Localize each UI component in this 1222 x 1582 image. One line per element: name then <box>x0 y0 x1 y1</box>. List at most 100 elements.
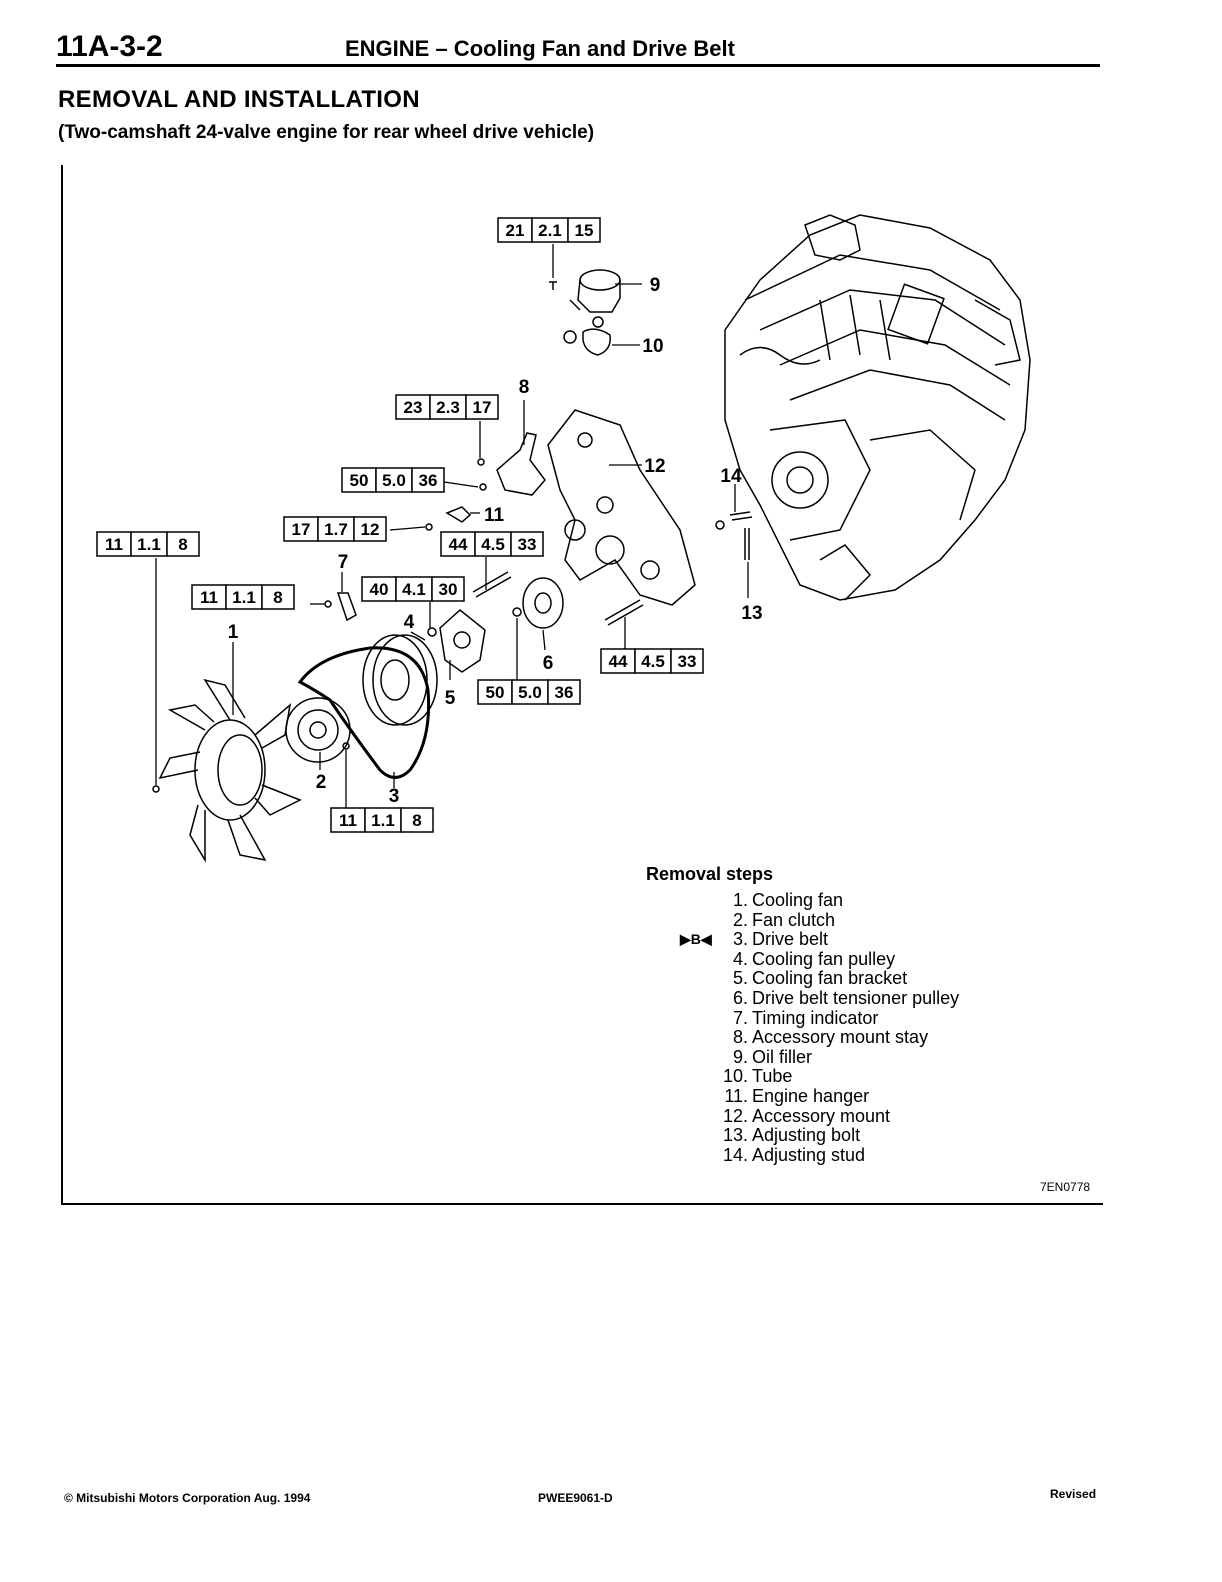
step-label: Drive belt <box>752 929 829 950</box>
step-label: Engine hanger <box>752 1085 870 1106</box>
torque-value-nm: 21 <box>506 221 525 240</box>
torque-value-kgm: 4.5 <box>481 535 505 554</box>
step-number: 1. <box>732 890 748 910</box>
step-number: 11. <box>724 1085 748 1106</box>
torque-value-ftlbs: 36 <box>419 471 438 490</box>
leader-lines <box>155 244 749 808</box>
torque-cell <box>510 531 544 557</box>
removal-step: 1.Cooling fan <box>646 890 843 911</box>
removal-step: 8.Accessory mount stay <box>646 1028 928 1048</box>
fan-bracket-illustration <box>427 609 486 673</box>
torque-value-nm: 44 <box>609 652 628 671</box>
callout-1: 1 <box>228 622 239 643</box>
step-label: Cooling fan bracket <box>752 968 908 989</box>
accessory-mount-illustration <box>547 409 696 606</box>
step-label: Cooling fan pulley <box>752 948 896 969</box>
torque-value-nm: 40 <box>370 580 389 599</box>
torque-value-kgm: 2.1 <box>538 221 562 240</box>
step-label: Adjusting stud <box>752 1144 866 1165</box>
torque-spec-box: 21 2.1 15 <box>497 217 601 243</box>
callout-13: 13 <box>741 603 762 624</box>
step-label: Tube <box>752 1066 793 1087</box>
torque-cell <box>547 679 581 705</box>
removal-step: 5.Cooling fan bracket <box>646 968 907 989</box>
torque-value-ftlbs: 8 <box>412 811 421 830</box>
torque-cell <box>429 394 467 420</box>
step-number: 5. <box>732 968 748 989</box>
step-number: 10. <box>722 1066 748 1087</box>
removal-step: 9.Oil filler <box>646 1046 812 1068</box>
torque-value-ftlbs: 8 <box>178 535 187 554</box>
torque-cell <box>341 467 377 493</box>
torque-value-ftlbs: 15 <box>575 221 594 240</box>
footer-doc-code: PWEE9061-D <box>538 1491 613 1505</box>
torque-value-ftlbs: 8 <box>273 588 282 607</box>
torque-value-nm: 11 <box>200 588 218 607</box>
step-number: 12. <box>722 1105 748 1126</box>
removal-step: 12.Accessory mount <box>646 1105 890 1127</box>
step-reference-mark: ▶B◀ <box>680 931 712 948</box>
removal-step: 14.Adjusting stud <box>646 1145 865 1166</box>
torque-value-nm: 44 <box>449 535 468 554</box>
torque-cell <box>261 584 295 610</box>
torque-cell <box>400 807 434 833</box>
footer-status: Revised <box>1050 1487 1097 1501</box>
torque-cell <box>225 584 263 610</box>
engine-illustration <box>724 214 1031 601</box>
torque-value-nm: 17 <box>292 520 311 539</box>
torque-value-nm: 50 <box>486 683 505 702</box>
callout-10: 10 <box>642 336 663 357</box>
torque-value-kgm: 1.1 <box>371 811 395 830</box>
bolt-illustrations <box>152 281 753 793</box>
torque-cell <box>353 516 387 542</box>
torque-value-kgm: 1.1 <box>232 588 256 607</box>
torque-cell <box>431 576 465 602</box>
step-number: 2. <box>732 909 748 930</box>
torque-value-kgm: 1.7 <box>324 520 348 539</box>
torque-cell <box>440 531 476 557</box>
figure-frame-bottom <box>61 1203 1103 1205</box>
torque-value-kgm: 2.3 <box>436 398 460 417</box>
header-rule <box>56 64 1100 67</box>
step-label: Accessory mount stay <box>752 1027 929 1048</box>
removal-step: 6.Drive belt tensioner pulley <box>646 987 959 1009</box>
torque-value-kgm: 4.5 <box>641 652 665 671</box>
torque-value-nm: 50 <box>350 471 369 490</box>
torque-cell <box>477 679 513 705</box>
removal-step: 11.Engine hanger <box>646 1085 869 1107</box>
step-label: Timing indicator <box>752 1007 879 1028</box>
callout-7: 7 <box>338 552 349 573</box>
step-label: Adjusting bolt <box>752 1125 861 1146</box>
torque-spec-box: 50 5.0 36 <box>341 467 445 493</box>
callout-9: 9 <box>650 275 661 296</box>
callout-6: 6 <box>543 653 554 674</box>
step-number: 13. <box>722 1125 748 1146</box>
step-label: Oil filler <box>752 1046 813 1067</box>
torque-value-kgm: 5.0 <box>382 471 406 490</box>
callout-4: 4 <box>404 612 415 633</box>
step-number: 9. <box>732 1046 748 1067</box>
torque-cell <box>166 531 200 557</box>
step-number: 3. <box>732 929 748 950</box>
engine-hanger-illustration <box>445 506 472 523</box>
callout-5: 5 <box>445 688 456 709</box>
mount-stay-illustration <box>496 432 546 496</box>
torque-cell <box>670 648 704 674</box>
torque-value-ftlbs: 17 <box>473 398 492 417</box>
torque-cell <box>465 394 499 420</box>
step-number: 6. <box>732 987 748 1008</box>
callout-8: 8 <box>519 377 530 398</box>
footer-copyright: © Mitsubishi Motors Corporation Aug. 199… <box>64 1491 311 1505</box>
removal-step: 13.Adjusting bolt <box>646 1125 860 1146</box>
